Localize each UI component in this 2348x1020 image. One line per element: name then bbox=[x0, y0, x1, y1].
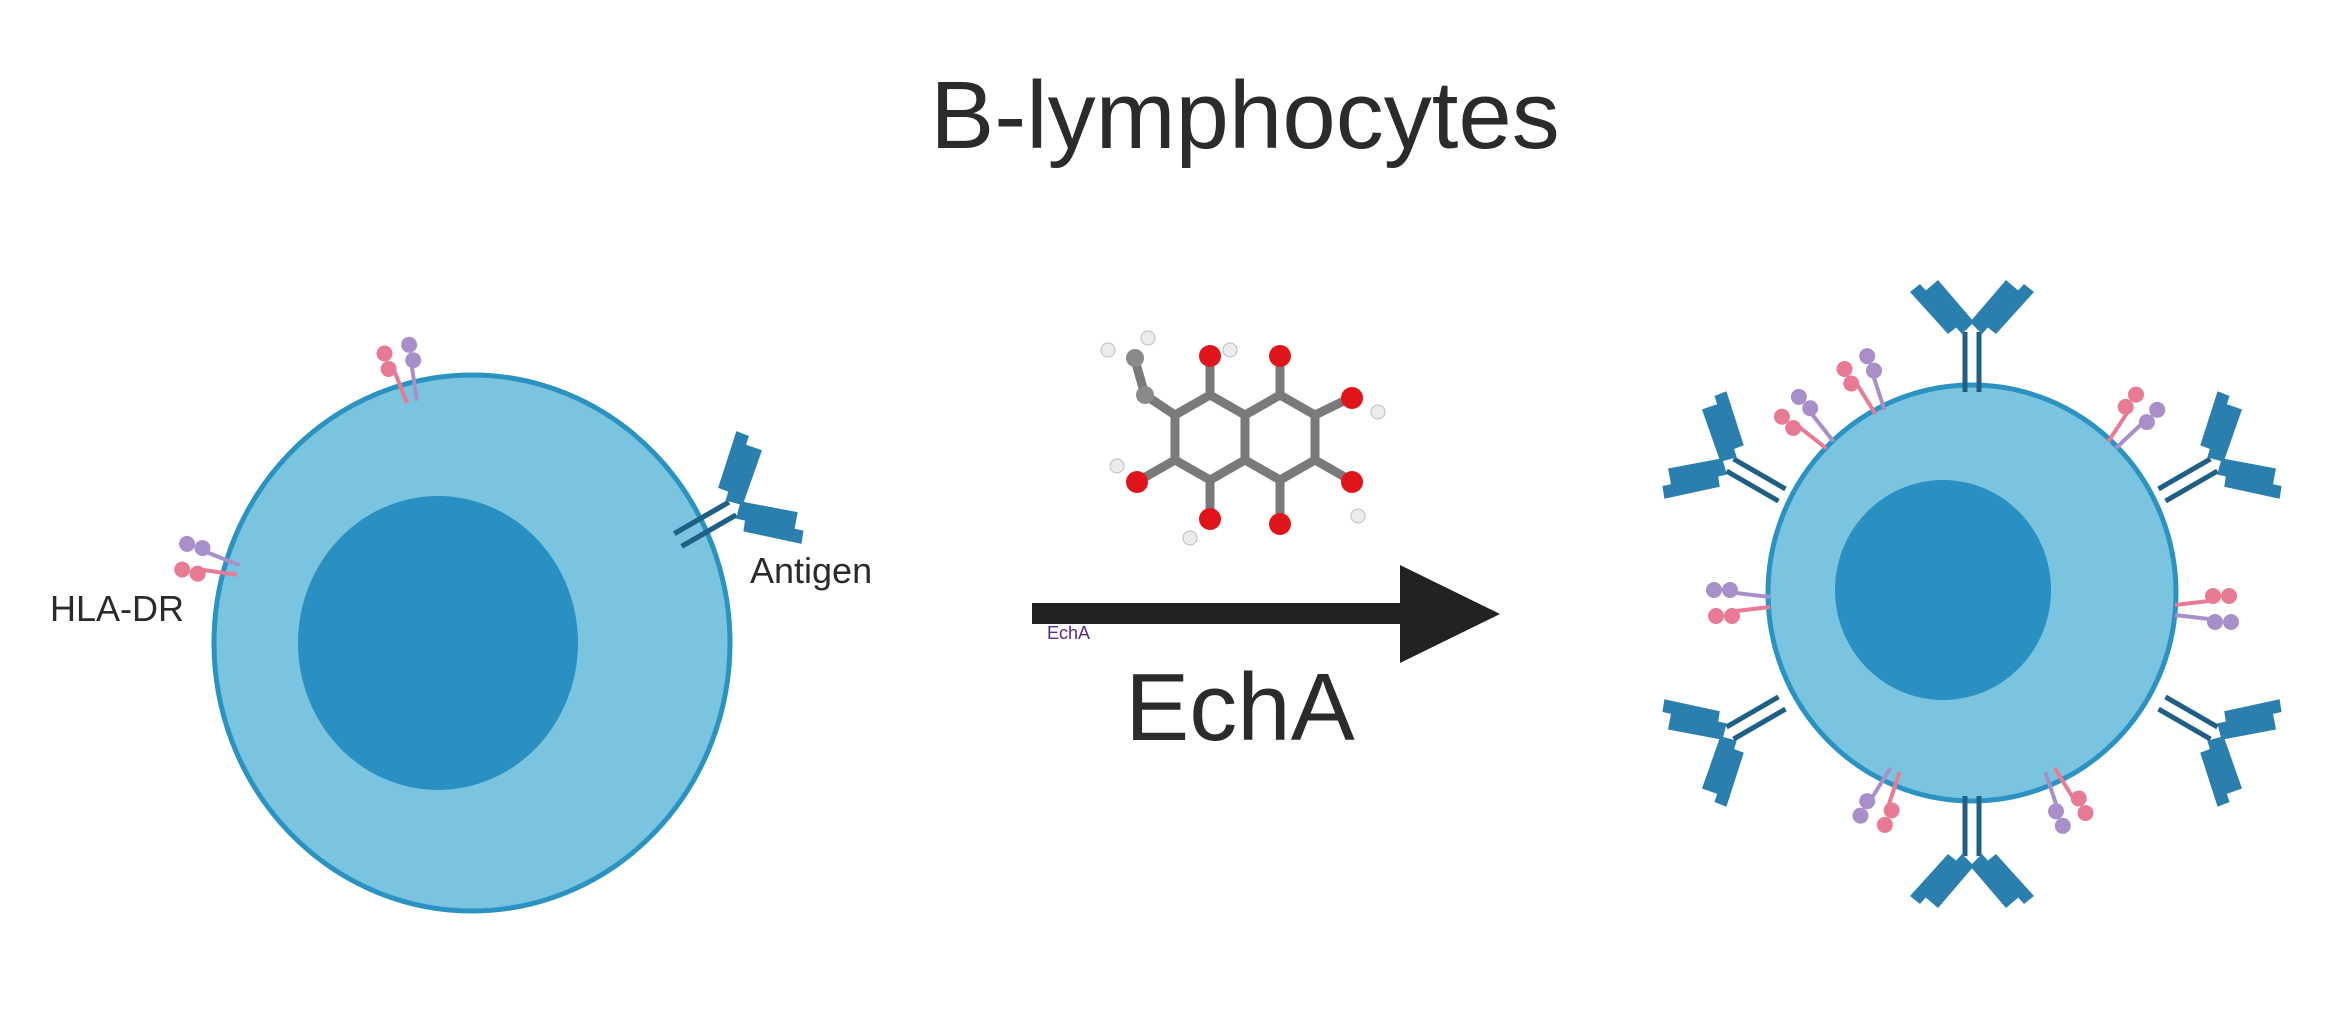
treatment-arrow bbox=[1032, 565, 1500, 663]
antibody-icon bbox=[1910, 280, 2034, 392]
resting-b-cell: HLA-DR Antigen bbox=[50, 333, 872, 914]
cell-nucleus bbox=[298, 496, 578, 790]
antigen-label: Antigen bbox=[750, 550, 872, 591]
activated-b-cell bbox=[1654, 280, 2290, 908]
hla-dr-receptor-icon bbox=[2173, 586, 2241, 632]
hla-dr-receptor-icon bbox=[1704, 580, 1772, 626]
arrow-small-label: EchA bbox=[1047, 623, 1090, 643]
hla-dr-label: HLA-DR bbox=[50, 588, 184, 629]
arrow-label: EchA bbox=[1125, 654, 1354, 761]
antibody-icon bbox=[1910, 796, 2034, 908]
echinochrome-molecule-icon bbox=[1100, 330, 1386, 546]
cell-nucleus bbox=[1835, 480, 2051, 700]
diagram-title: B-lymphocytes bbox=[930, 62, 1560, 169]
